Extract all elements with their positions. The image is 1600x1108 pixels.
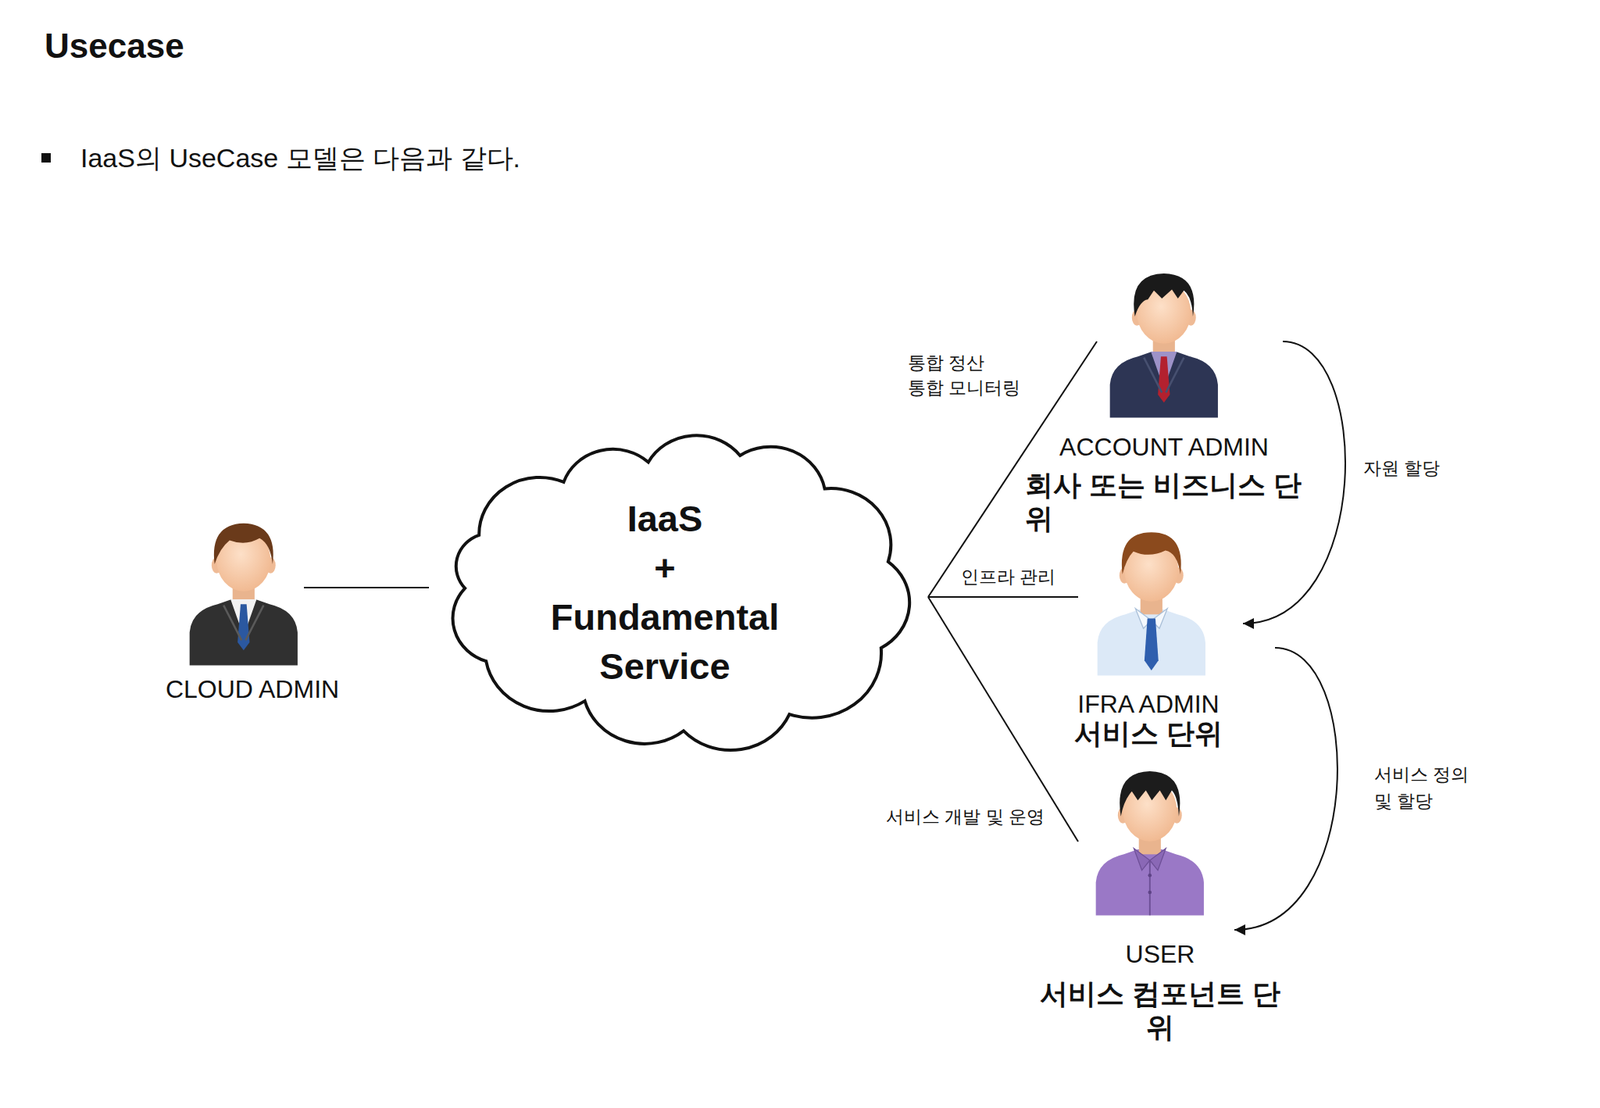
- title: Usecase: [44, 25, 185, 67]
- hair: [214, 523, 274, 565]
- actor-scope: 서비스 단위: [1031, 716, 1266, 750]
- shirt: [1096, 849, 1204, 915]
- tie: [1157, 356, 1170, 403]
- actor: USER서비스 컴포넌트 단위: [1039, 756, 1282, 1015]
- person-icon: [1097, 532, 1206, 675]
- lapel: [223, 605, 264, 641]
- association-line: [928, 596, 1079, 598]
- edge-label: 서비스 개발 및 운영: [885, 803, 1045, 829]
- hair: [1133, 273, 1194, 317]
- person-icon: [1096, 771, 1204, 915]
- button-line: [1149, 860, 1151, 915]
- person-icon: [1110, 273, 1218, 418]
- actor: CLOUD ADMIN: [158, 507, 347, 708]
- actor-scope: 서비스 컴포넌트 단위: [1039, 976, 1282, 1044]
- jacket: [1110, 351, 1218, 418]
- edge-label: 통합 정산 통합 모니터링: [907, 350, 1022, 400]
- bullet-text: IaaS의 UseCase 모델은 다음과 같다.: [80, 140, 521, 175]
- actor-name: IFRA ADMIN: [1031, 689, 1266, 718]
- edge-label: 자원 할당: [1363, 455, 1440, 481]
- cloud-label: IaaS + Fundamental Service: [539, 493, 790, 691]
- actor-scope: 회사 또는 비즈니스 단위: [1025, 467, 1308, 536]
- actor-name: CLOUD ADMIN: [158, 673, 347, 705]
- association-line: [303, 586, 429, 589]
- curved-arrow: [1242, 341, 1346, 624]
- actor: ACCOUNT ADMIN 회사 또는 비즈니스 단위: [1015, 257, 1313, 541]
- tie: [237, 603, 250, 650]
- lapel: [1143, 357, 1184, 393]
- actor-name: ACCOUNT ADMIN: [1015, 431, 1313, 463]
- shirt: [1097, 609, 1206, 675]
- hair: [1119, 771, 1180, 817]
- tie: [1144, 617, 1159, 671]
- bullet-square: [41, 153, 51, 163]
- jacket: [189, 599, 298, 665]
- edge-label: 인프라 관리: [960, 564, 1056, 590]
- actor: IFRA ADMIN서비스 단위: [1031, 515, 1266, 750]
- button: [1147, 890, 1152, 895]
- person-icon: [189, 523, 298, 666]
- curved-arrow: [1234, 647, 1338, 930]
- edge-label: 서비스 정의 및 할당: [1374, 760, 1480, 815]
- hair: [1121, 532, 1182, 575]
- actor-name: USER: [1039, 938, 1282, 970]
- cloud-path: [453, 435, 911, 750]
- cloud-shape: IaaS + Fundamental Service: [436, 428, 931, 768]
- association-line: [928, 596, 1079, 842]
- button: [1147, 873, 1152, 878]
